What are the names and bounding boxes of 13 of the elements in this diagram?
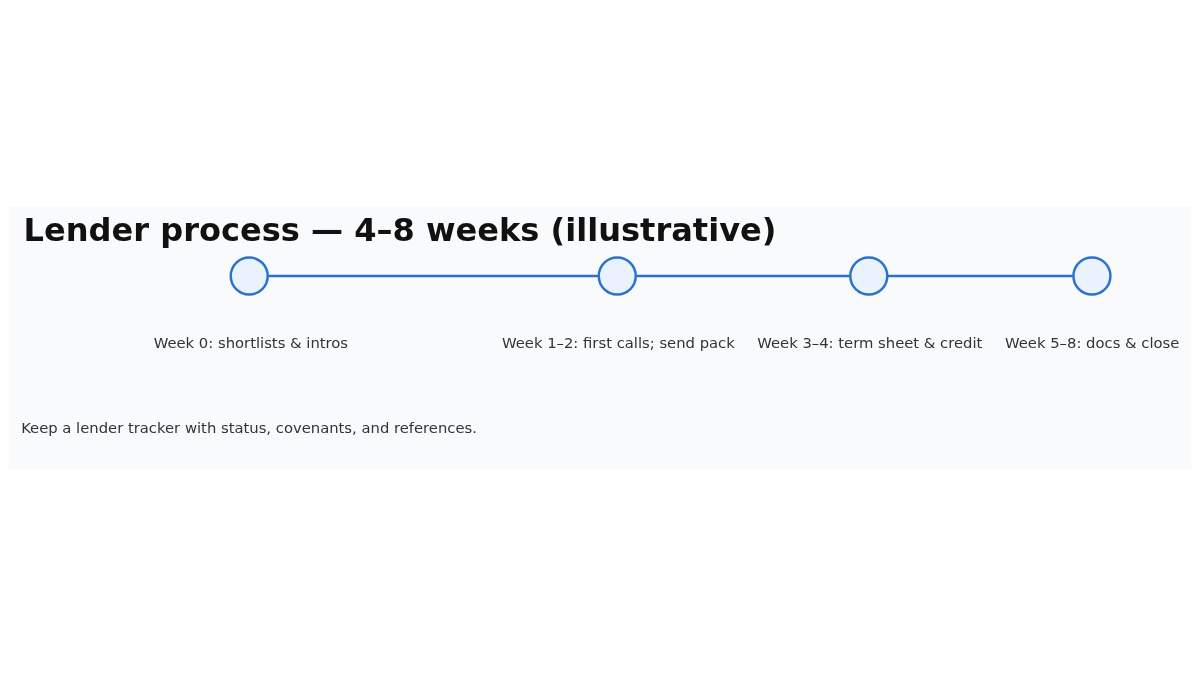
- connector: [636, 274, 851, 277]
- node-circle: [849, 255, 889, 296]
- node-circle: [1072, 255, 1112, 296]
- caption: Keep a lender tracker with status, covenants, and references.: [21, 418, 477, 436]
- node-circle: [597, 255, 637, 296]
- connector: [268, 274, 599, 277]
- node-label: Week 5–8: docs & close: [1005, 333, 1180, 351]
- node-label: Week 3–4: term sheet & credit: [757, 333, 983, 351]
- node-circle: [229, 255, 269, 296]
- node-label: Week 1–2: first calls; send pack: [501, 333, 735, 351]
- connector: [887, 274, 1073, 277]
- diagram-title: Lender process — 4–8 weeks (illustrative): [23, 210, 777, 249]
- node-label: Week 0: shortlists & intros: [153, 333, 349, 351]
